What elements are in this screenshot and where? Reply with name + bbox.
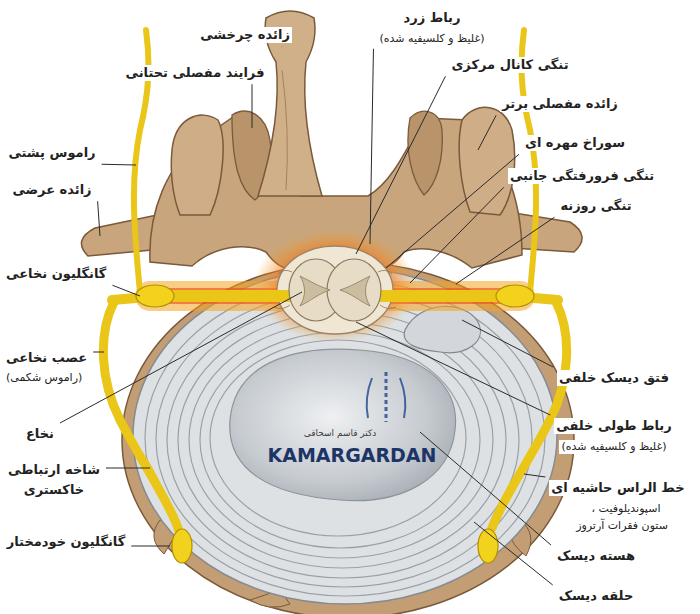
part-label: اسپوندیلوفیت ،: [590, 502, 663, 516]
leader-line: [410, 187, 504, 283]
part-label: رباط طولی خلفی: [554, 418, 673, 434]
part-label: عصب نخاعی: [4, 350, 89, 366]
part-label: گانگلیون نخاعی: [4, 266, 108, 282]
part-label: سوراخ مهره ای: [523, 135, 627, 151]
leader-line: [524, 474, 545, 477]
leader-line: [252, 84, 253, 128]
part-label: فتق دیسک خلفی: [557, 370, 671, 386]
part-label: خط الراس حاشیه ای: [549, 480, 686, 496]
leader-line: [386, 154, 519, 268]
leader-line: [60, 292, 302, 423]
leader-line: [282, 46, 283, 47]
leader-line: [356, 322, 550, 415]
part-label: (غلیظ و کلسیفیه شده): [377, 32, 486, 46]
part-label: هسته دیسک: [555, 548, 637, 564]
part-label: فرایند مفصلی تحتانی: [124, 65, 267, 81]
leader-line: [478, 115, 496, 150]
part-label: ستون فقرات آرتروز: [574, 519, 670, 533]
leader-line: [98, 201, 100, 236]
part-label: زائده چرخشی: [198, 27, 292, 43]
leader-line: [474, 522, 553, 585]
part-label: (راموس شکمی): [4, 371, 84, 385]
part-label: (غلیظ و کلسیفیه شده): [559, 440, 668, 454]
part-label: راموس پشتی: [6, 145, 97, 161]
leader-line: [420, 432, 551, 545]
part-label: حلقه دیسک: [557, 588, 636, 604]
part-label: زائده مفصلی برتر: [500, 96, 620, 112]
part-label: گانگلیون خودمختار: [5, 534, 128, 550]
leader-line: [106, 468, 150, 469]
leader-line: [93, 352, 104, 353]
part-label: خاکستری: [22, 482, 86, 498]
part-label: تنگی روزنه: [558, 198, 633, 214]
leader-line: [112, 285, 140, 296]
leader-line: [102, 164, 136, 166]
leader-line: [131, 546, 170, 547]
watermark-text: دکتر قاسم اسحاقی: [302, 428, 379, 439]
part-label: رباط زرد: [402, 10, 463, 26]
leader-line: [370, 49, 373, 244]
part-label: نخاع: [24, 426, 56, 442]
part-label: شاخه ارتباطی: [6, 462, 102, 478]
watermark-text: KAMARGARDAN: [266, 444, 439, 468]
leader-line: [356, 76, 445, 254]
leader-line: [462, 320, 553, 367]
part-label: تنگی فرورفتگی جانبی: [508, 168, 656, 184]
part-label: تنگی کانال مرکزی: [449, 57, 570, 73]
leader-line: [456, 217, 554, 284]
part-label: زائده عرضی: [10, 182, 93, 198]
